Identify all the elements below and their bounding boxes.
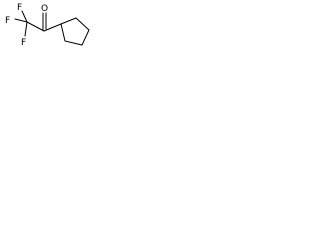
cyclopentane-ring [60, 17, 90, 46]
chemical-structure: O F F F [5, 3, 90, 48]
fluorine-top-label: F [17, 3, 22, 13]
carbonyl-to-ring-bond [43, 23, 62, 32]
cf-bond-bottom [24, 21, 28, 37]
cf3-to-carbonyl-bond [26, 21, 45, 32]
oxygen-label: O [41, 4, 48, 14]
cf-bond-left [14, 18, 28, 23]
fluorine-bottom-label: F [21, 38, 26, 48]
cf-bond-top [21, 10, 28, 23]
fluorine-left-label: F [5, 16, 10, 26]
